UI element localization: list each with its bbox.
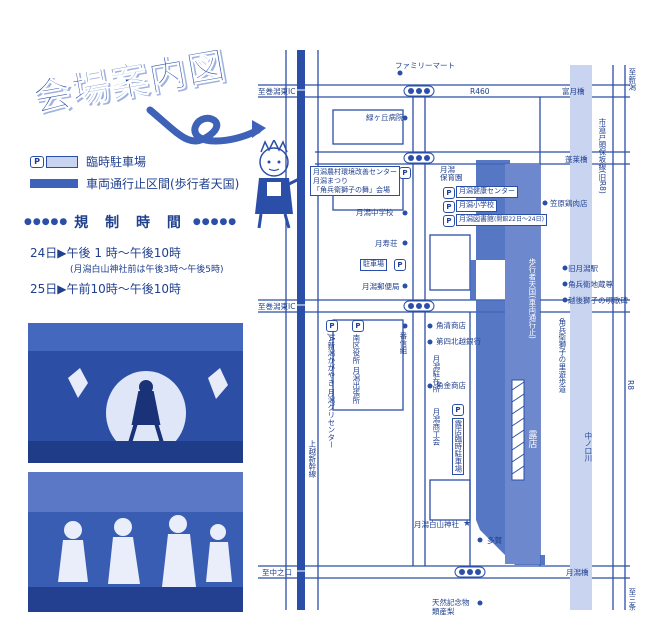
label-pedestrian-zone: 歩行者天国(車両通行止)	[527, 258, 537, 339]
label-parking-lot: 駐車場	[360, 259, 387, 271]
parking-icon: P	[394, 259, 406, 271]
label-r460: R460	[470, 87, 490, 96]
parking-icon: P	[452, 404, 464, 416]
label-horai-bridge: 蓬莱橋	[565, 155, 588, 164]
label-jukusou: 月寿荘	[375, 239, 398, 248]
box-library: 月潟図書館(開館22日〜24日)	[456, 214, 547, 226]
photo-lion-dance-children	[28, 472, 243, 612]
label-echigo-monument: 越後獅子の唄歌碑	[568, 296, 628, 305]
label-old-station: 旧月潟駅	[568, 264, 598, 273]
label-tsukigata-bridge: 月潟橋	[566, 568, 589, 577]
schedule-day1-note: (月潟白山神社前は午後3時〜午後5時)	[70, 265, 224, 275]
swoosh-arrow-icon	[146, 106, 266, 145]
label-kakugane: 角金商店	[436, 381, 466, 390]
label-stall-parking: 露店臨時駐車場	[452, 418, 464, 475]
label-ja: JA新潟かがやき 月潟グリセンター	[326, 334, 336, 449]
label-to-maki-ic-top: 至巻潟東IC	[258, 87, 296, 96]
label-ginshin: 番信組	[398, 332, 408, 355]
label-nakanokuchi-river: 中ノ口川	[583, 432, 593, 462]
legend-road-closed-label: 車両通行止区間(歩行者天国)	[86, 177, 240, 191]
regulation-header: ●●●●● 規 制 時 間 ●●●●●	[24, 212, 237, 232]
label-elementary: 月潟小学校	[456, 200, 497, 212]
label-noukaku-center: 月潟農村環境改善センター	[313, 168, 397, 176]
parking-icon: P	[443, 215, 455, 227]
regulation-heading: 規 制 時 間	[74, 215, 187, 231]
label-hokuetsu-bank: 第四北越銀行	[436, 337, 481, 346]
road-closed-swatch	[30, 179, 78, 188]
parking-icon: P	[30, 155, 44, 168]
parking-icon: P	[399, 167, 411, 179]
label-family-mart: ファミリーマート	[395, 61, 455, 70]
label-to-sanjo: 至三条	[627, 588, 637, 611]
label-hakusan-shrine: 月潟白山神社	[414, 520, 459, 529]
parking-icon: P	[352, 320, 364, 332]
parking-icon: P	[326, 320, 338, 332]
label-dance-venue: 「角兵衛獅子の舞」会場	[313, 185, 390, 194]
label-joetsu-shinkansen: 上越新幹線	[307, 440, 317, 478]
label-kasahara: 笠原鶏肉店	[550, 199, 588, 208]
label-kakubee-street: 角兵衛獅子の里遊歩道	[557, 318, 567, 393]
label-minami-ku: 南区役所 月潟出張所	[351, 334, 361, 404]
label-library-note: (開館22日〜24日)	[494, 216, 544, 223]
mascot-illustration	[255, 140, 303, 229]
label-to-naka-no-kuchi: 至中之口	[262, 568, 292, 577]
label-city-road: 市道戸頭保坂線(旧R8)	[597, 118, 607, 194]
dots-right: ●●●●●	[192, 217, 238, 227]
label-kakubee-storage: 角兵衛地蔵尊	[568, 280, 613, 289]
dots-left: ●●●●●	[24, 217, 69, 227]
label-kakusei: 角清商店	[436, 321, 466, 330]
label-tennen: 天然記念物 類産梨	[432, 598, 470, 616]
svg-text:★: ★	[463, 519, 471, 529]
label-shokoukai: 月潟商工会	[431, 408, 441, 446]
label-nursery: 月潟 保育園	[440, 165, 463, 182]
schedule-day2: 25日▶午前10時〜午後10時	[30, 282, 182, 296]
label-midorigaoka: 緑ヶ丘病院	[366, 113, 404, 122]
label-tomitsuki-bridge: 富月橋	[562, 87, 585, 96]
box-noukaku-center: 月潟農村環境改善センター 月潟まつり 「角兵衛獅子の舞」会場	[310, 166, 400, 197]
label-health-center: 月潟健康センター	[456, 186, 518, 198]
photo-lion-dance-stage	[28, 323, 243, 463]
label-to-niitsu: 至新潟	[627, 68, 637, 91]
parking-icon: P	[443, 201, 455, 213]
label-middle-school: 月潟中学校	[356, 208, 394, 217]
schedule-day1: 24日▶午後 1 時〜午後10時	[30, 246, 182, 260]
legend-parking-label: 臨時駐車場	[86, 155, 147, 169]
parking-swatch	[46, 155, 78, 168]
traffic-light-icon	[403, 85, 486, 578]
label-to-maki-ic-mid: 至巻潟東IC	[258, 302, 296, 311]
label-r8: R8	[625, 380, 635, 390]
label-chuzaisho: 月潟駐在所	[431, 355, 441, 393]
label-post-office: 月潟郵便局	[362, 282, 400, 291]
label-library: 月潟図書館	[459, 215, 494, 223]
legend-parking: P 臨時駐車場	[30, 153, 146, 170]
parking-icon: P	[443, 187, 455, 199]
label-stalls: 露店	[526, 430, 537, 448]
label-matsuri-venue: 月潟まつり	[313, 176, 348, 185]
legend-road-closed: 車両通行止区間(歩行者天国)	[30, 175, 239, 192]
label-taga: 多賀	[487, 536, 502, 545]
